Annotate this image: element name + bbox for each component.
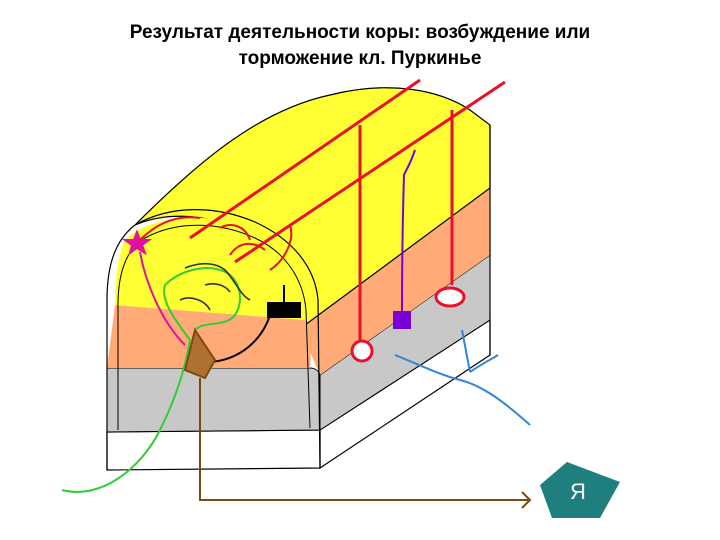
golgi-cell (393, 149, 416, 329)
mossy-fiber-branch-1 (461, 329, 471, 373)
purkinje-cell-body (183, 327, 217, 380)
mossy-fiber (394, 329, 531, 426)
parallel-fiber-2 (234, 80, 506, 264)
granule-cell-body (267, 302, 301, 318)
granule-cell (209, 285, 301, 363)
red-cells (350, 286, 466, 363)
golgi-branch-3 (179, 297, 211, 311)
front-white (106, 429, 321, 471)
diagram-title: Результат деятельности коры: возбуждение… (60, 20, 660, 72)
purkinje-cell (183, 327, 532, 509)
golgi-cell-body (393, 311, 411, 329)
basket-cell-body (121, 229, 153, 256)
nucleus-label: Я (570, 479, 586, 504)
basket-cell (121, 229, 186, 346)
front-arch-outline (106, 209, 321, 470)
red-cell-2 (434, 286, 466, 308)
granule-cell-axon (209, 314, 271, 363)
parallel-fiber-1 (189, 78, 421, 240)
inner-arch-outline (117, 224, 311, 430)
climbing-fiber (61, 267, 241, 493)
cortex-block (106, 87, 491, 471)
front-grey (106, 367, 321, 433)
stellate-branch-1 (139, 216, 201, 241)
nucleus-shape (540, 462, 620, 518)
title-line-1: Результат деятельности коры: возбуждение… (129, 22, 591, 43)
stellate-branch-4 (219, 224, 251, 241)
golgi-network (179, 262, 251, 311)
climbing-fiber-path (61, 267, 241, 493)
stellate-branch-3 (269, 224, 293, 271)
title-line-2: торможение кл. Пуркинье (238, 48, 482, 69)
stellate-dendrites (139, 216, 293, 271)
purkinje-layer-face (305, 188, 490, 375)
stellate-branch-2 (229, 242, 266, 256)
red-cell-1 (350, 339, 374, 363)
purkinje-axon-terminal (521, 491, 532, 509)
mossy-fiber-branch-2 (469, 354, 499, 373)
purkinje-axon (199, 378, 530, 501)
mossy-fiber-path (394, 354, 531, 426)
golgi-cell-dendrite (401, 149, 416, 313)
basket-cell-axon (139, 251, 186, 346)
front-orange (107, 305, 311, 368)
golgi-branch-1 (184, 262, 251, 301)
parallel-fibers (189, 78, 506, 345)
nucleus: Я (540, 462, 620, 518)
golgi-branch-2 (204, 283, 231, 293)
